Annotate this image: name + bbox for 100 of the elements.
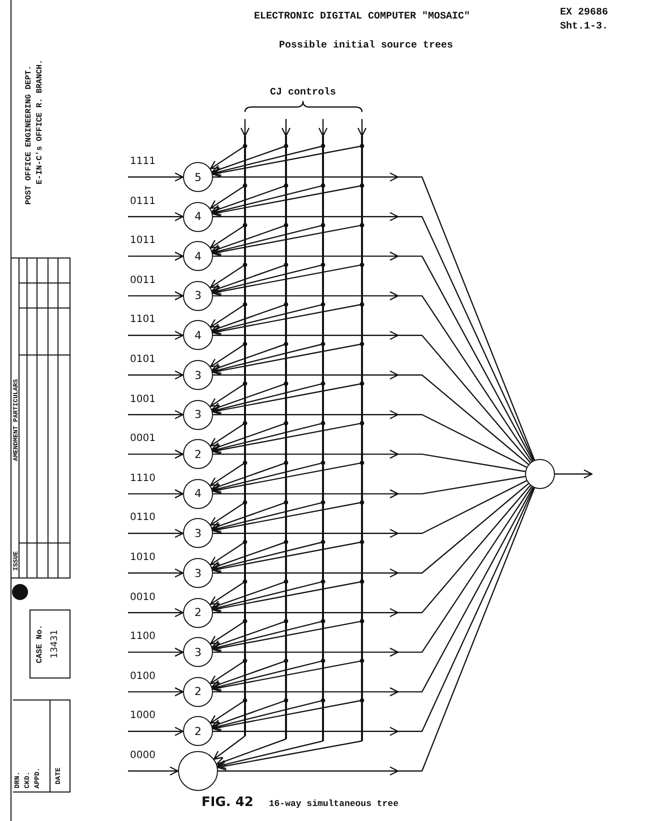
arrow bbox=[212, 581, 324, 612]
edge-label: 1001 bbox=[130, 394, 156, 405]
arrow bbox=[127, 648, 184, 657]
arrow bbox=[127, 608, 184, 618]
gate-circle bbox=[183, 598, 213, 628]
arrow bbox=[212, 422, 363, 454]
arrow bbox=[127, 766, 179, 776]
arrow bbox=[212, 224, 363, 256]
arrow bbox=[212, 660, 287, 688]
arrow bbox=[212, 383, 324, 414]
arrow bbox=[212, 620, 363, 652]
arrow bbox=[210, 422, 246, 446]
edge-label: 1101 bbox=[130, 314, 156, 326]
arrow bbox=[210, 541, 246, 566]
gate-number: 2 bbox=[194, 726, 202, 737]
arrow bbox=[212, 252, 534, 462]
arrow bbox=[212, 462, 324, 493]
output-circle bbox=[525, 459, 555, 489]
arrow bbox=[212, 660, 363, 692]
gate-number: 2 bbox=[194, 686, 202, 698]
gate-circle bbox=[183, 558, 213, 588]
arrow bbox=[210, 581, 246, 605]
arrow bbox=[212, 370, 530, 465]
arrow bbox=[212, 476, 526, 498]
arrow bbox=[127, 489, 184, 498]
edge-label: 0001 bbox=[130, 433, 156, 444]
gate-circle bbox=[183, 637, 213, 668]
arrow bbox=[217, 740, 363, 770]
arrow bbox=[212, 343, 287, 372]
arrow bbox=[127, 410, 184, 420]
arrow bbox=[212, 383, 363, 415]
arrow bbox=[212, 700, 324, 730]
arrow bbox=[127, 330, 184, 340]
gate-circle bbox=[183, 518, 213, 548]
gate-number: 3 bbox=[194, 409, 202, 420]
edge-label: 1000 bbox=[130, 710, 156, 722]
gate-number: 2 bbox=[194, 448, 202, 460]
arrow bbox=[210, 343, 246, 368]
control-line bbox=[244, 136, 246, 736]
edge-label: 0010 bbox=[130, 592, 156, 603]
gate-circle bbox=[183, 716, 213, 746]
arrow bbox=[210, 620, 246, 644]
arrow bbox=[212, 660, 324, 691]
arrow bbox=[216, 740, 324, 769]
sheet-number: Sht.1-3. bbox=[560, 22, 608, 32]
arrow bbox=[127, 726, 184, 736]
arrow bbox=[217, 487, 536, 776]
caption: FIG. 42 16-way simultaneous tree bbox=[202, 796, 398, 810]
arrow bbox=[318, 118, 328, 137]
arrow bbox=[212, 264, 324, 295]
gate-number: 3 bbox=[194, 646, 202, 658]
gate-circle bbox=[183, 162, 213, 192]
subtitle: Possible initial source trees bbox=[278, 40, 454, 52]
gate-circle bbox=[183, 241, 213, 272]
arrow bbox=[212, 450, 526, 472]
arrow bbox=[212, 502, 324, 532]
arrow bbox=[212, 620, 287, 649]
field-label: CASE No. bbox=[36, 624, 46, 664]
office-name: E-IN-C's OFFICE R. BRANCH. bbox=[36, 60, 46, 184]
edge-label: 1110 bbox=[130, 472, 156, 484]
gate-circle bbox=[183, 478, 213, 509]
gate-circle bbox=[183, 202, 213, 232]
arrow bbox=[127, 687, 184, 696]
arrow bbox=[212, 291, 532, 462]
edge-label: 1010 bbox=[130, 552, 156, 563]
arrow bbox=[212, 145, 287, 174]
arrow bbox=[210, 264, 246, 288]
case-number: 13431 bbox=[51, 630, 61, 658]
arrow bbox=[357, 118, 367, 137]
arrow bbox=[212, 304, 287, 332]
arrow bbox=[212, 541, 287, 570]
gate-circle bbox=[183, 320, 213, 350]
arrow bbox=[212, 224, 287, 253]
edge-label: 0000 bbox=[130, 750, 156, 761]
arrow bbox=[212, 185, 363, 217]
arrow bbox=[212, 700, 363, 732]
gate-number: 4 bbox=[194, 250, 202, 262]
arrow bbox=[212, 700, 287, 728]
arrow bbox=[216, 738, 287, 766]
arrow bbox=[212, 581, 363, 613]
arrow bbox=[212, 541, 324, 572]
arrow bbox=[212, 620, 324, 652]
arrow bbox=[212, 480, 528, 538]
arrow bbox=[212, 581, 287, 610]
arrow bbox=[210, 185, 246, 209]
arrow bbox=[212, 484, 531, 618]
arrow bbox=[212, 185, 324, 216]
gate-number: 2 bbox=[194, 607, 202, 618]
control-line bbox=[361, 136, 363, 741]
arrow bbox=[212, 145, 324, 176]
arrow bbox=[212, 145, 363, 178]
gate-number: 3 bbox=[194, 528, 202, 539]
gate-circle bbox=[178, 751, 218, 791]
arrow bbox=[212, 541, 363, 574]
arrow bbox=[212, 383, 287, 412]
edge-label: 0111 bbox=[130, 196, 156, 207]
department-name: POST OFFICE ENGINEERING DEPT. bbox=[26, 65, 34, 205]
arrow bbox=[281, 118, 291, 137]
edge-label: 1111 bbox=[130, 156, 156, 167]
title: ELECTRONIC DIGITAL COMPUTER "MOSAIC" bbox=[254, 12, 470, 22]
